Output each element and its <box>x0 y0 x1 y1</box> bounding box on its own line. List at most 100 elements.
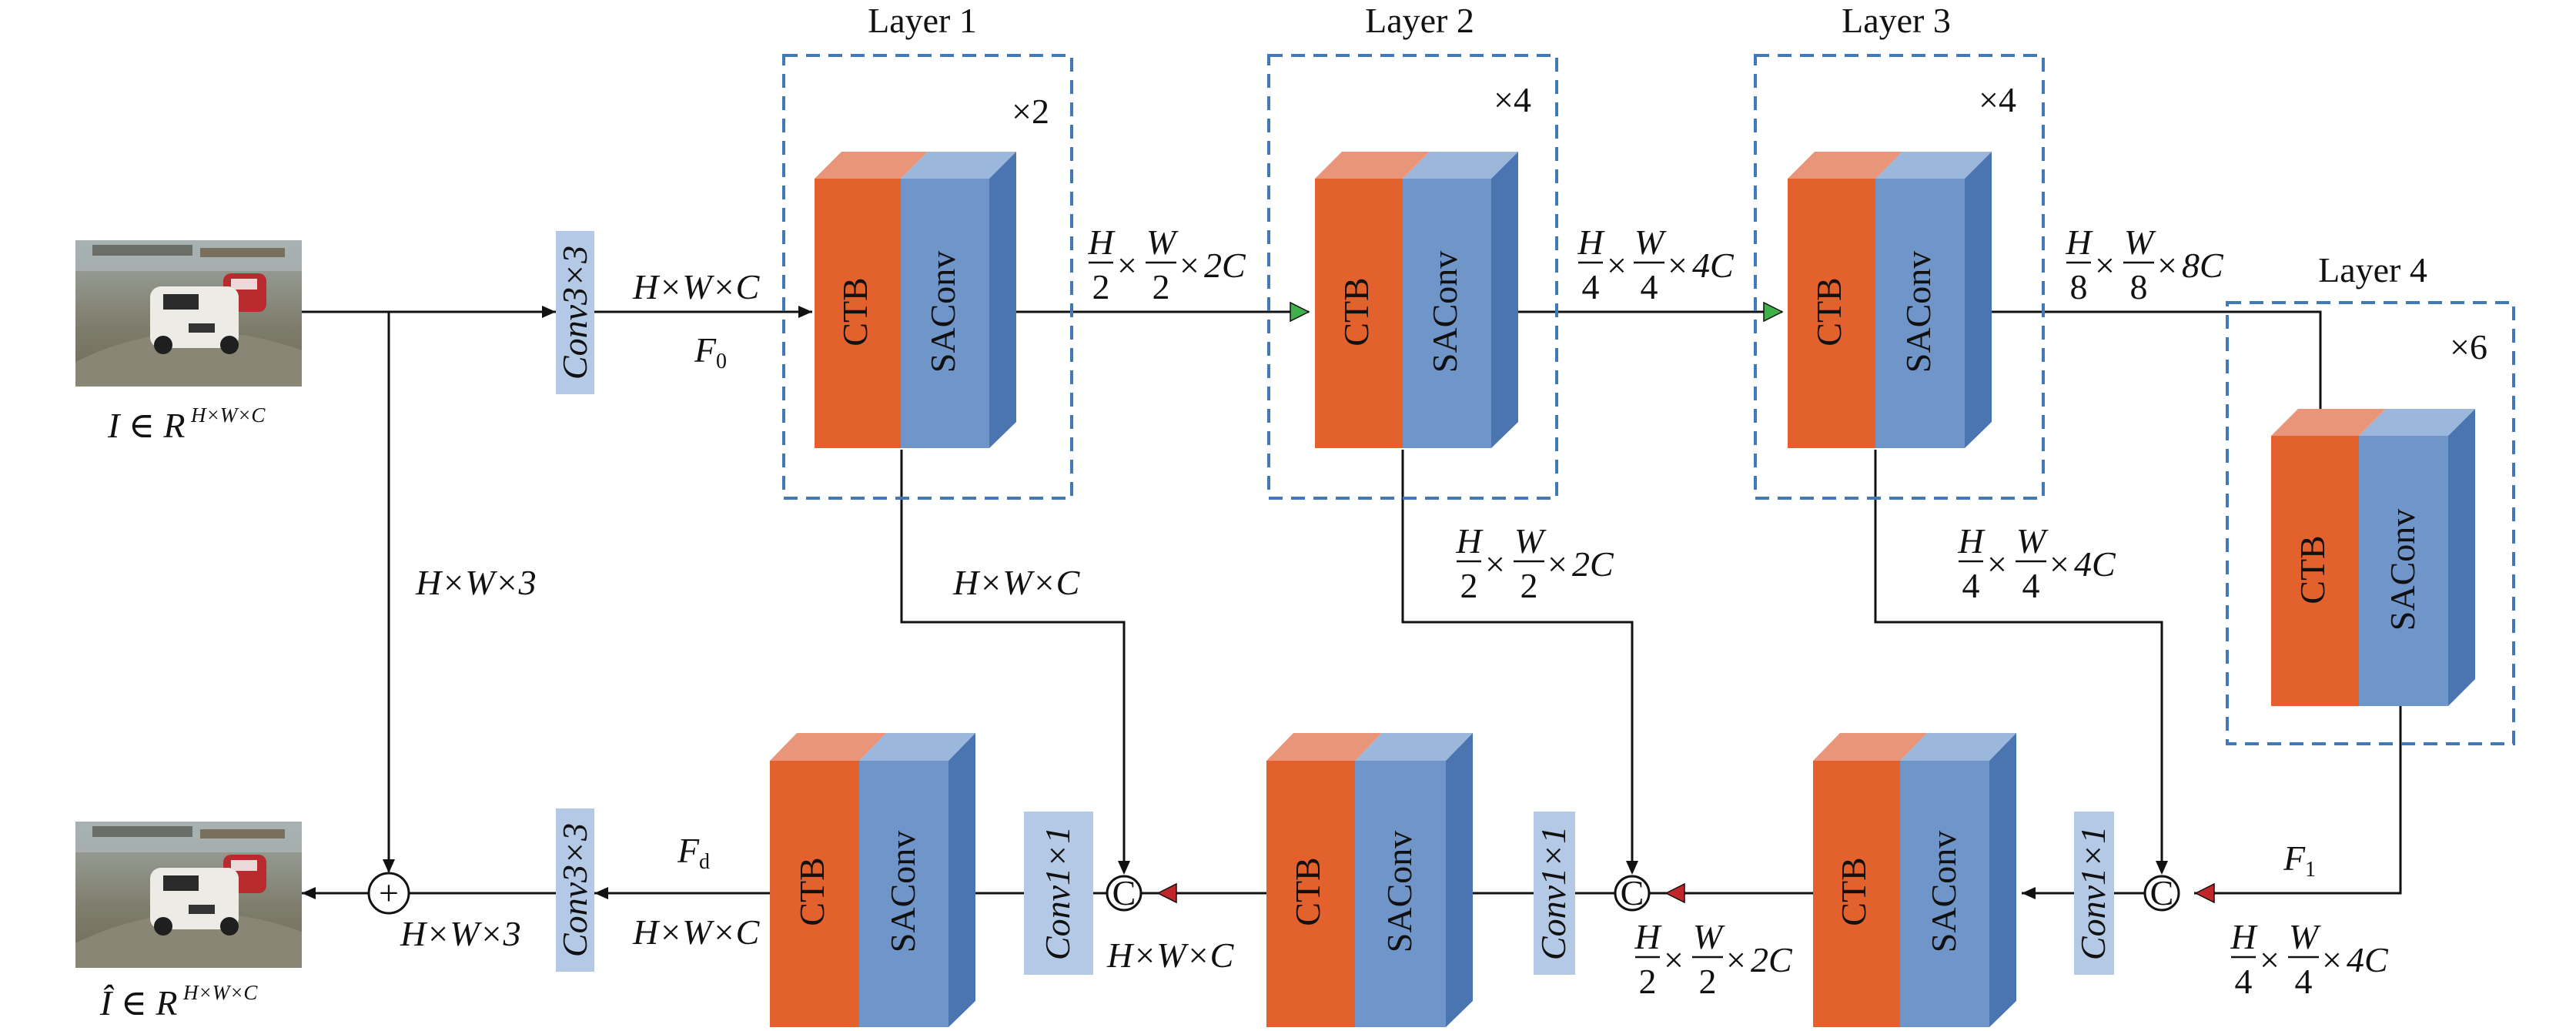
f1-label: F <box>2283 839 2306 878</box>
svg-text:×: × <box>1664 940 1684 979</box>
f0-sub: 0 <box>716 350 727 373</box>
arrow-to-conv3x3-out <box>594 887 608 899</box>
svg-text:2: 2 <box>1092 267 1110 306</box>
svg-text:×: × <box>2260 940 2280 979</box>
plus-label: + <box>379 873 399 912</box>
layer3-box <box>1754 54 2045 500</box>
saconv-face <box>901 179 989 448</box>
input-image <box>75 240 302 387</box>
dim-half-top: H 2 × W 2 × 2C <box>1087 223 1246 306</box>
ctb-label: CTB <box>835 277 875 346</box>
output-image <box>75 822 302 968</box>
svg-text:2C: 2C <box>1751 940 1793 979</box>
svg-text:×: × <box>1668 246 1688 285</box>
svg-text:H: H <box>1577 223 1605 262</box>
f0-label: F <box>694 330 717 370</box>
concat-label: C <box>1112 873 1136 912</box>
concat-label: C <box>2150 873 2174 912</box>
svg-text:4: 4 <box>2235 962 2253 1001</box>
arrow-to-layer1 <box>798 306 812 318</box>
block-layer4: CTB SAConv <box>2271 409 2475 706</box>
svg-text:2: 2 <box>1521 566 1538 605</box>
svg-text:4: 4 <box>1962 566 1980 605</box>
layer4-title: Layer 4 <box>2318 250 2427 290</box>
dim-quarter-skip3: H 4 × W 4 × 4C <box>1957 521 2116 605</box>
svg-text:H: H <box>1634 917 1662 956</box>
saconv-face <box>1403 179 1491 448</box>
svg-text:×: × <box>2095 246 2115 285</box>
green-arrow-layer3 <box>1763 301 1784 323</box>
svg-text:H: H <box>2065 223 2093 262</box>
svg-text:4: 4 <box>1582 267 1600 306</box>
layer4-box <box>2226 301 2515 745</box>
svg-text:×: × <box>1547 544 1567 584</box>
conv1x1-3: Conv1×1 <box>2073 812 2114 975</box>
svg-text:W: W <box>1146 223 1179 262</box>
layer1-title: Layer 1 <box>868 1 977 40</box>
ctb-label: CTB <box>792 857 831 926</box>
svg-text:4C: 4C <box>2074 544 2116 584</box>
dim-hwc-top: H×W×C <box>632 267 761 306</box>
line-layer3-to-layer4 <box>1967 310 2322 416</box>
svg-text:2C: 2C <box>1572 544 1614 584</box>
conv1x1-2-label: Conv1×1 <box>1534 826 1573 960</box>
svg-text:2: 2 <box>1460 566 1478 605</box>
svg-text:W: W <box>1693 917 1725 956</box>
conv3x3-out-label: Conv3×3 <box>555 823 594 957</box>
layer2-title: Layer 2 <box>1365 1 1474 40</box>
ctb-face <box>1788 179 1875 448</box>
dim-hwc-bottom-c1: H×W×C <box>1106 936 1235 975</box>
svg-text:×: × <box>1987 544 2007 584</box>
red-arrow-c2 <box>1664 882 1685 904</box>
arrow-to-block3 <box>2022 887 2036 899</box>
svg-text:8C: 8C <box>2182 246 2224 285</box>
concat-label: C <box>1621 873 1644 912</box>
svg-text:H: H <box>2230 917 2258 956</box>
conv1x1-1-label: Conv1×1 <box>1038 826 1077 960</box>
conv3x3-out: Conv3×3 <box>555 808 594 972</box>
dim-half-bottom: H 2 × W 2 × 2C <box>1634 917 1793 1001</box>
ctb-face <box>2271 436 2359 706</box>
ctb-label: CTB <box>1809 277 1848 346</box>
block-layer3: CTB SAConv <box>1788 152 1992 448</box>
ctb-label: CTB <box>1288 857 1327 926</box>
skip-layer1 <box>900 450 1126 872</box>
block-layer2: CTB SAConv <box>1315 152 1518 448</box>
arrow-to-conv <box>542 306 556 318</box>
concat-2: C <box>1614 873 1651 912</box>
conv1x1-2: Conv1×1 <box>1534 812 1575 975</box>
arrow-to-c3 <box>2156 861 2168 875</box>
saconv-label: SAConv <box>1899 251 1938 373</box>
svg-text:×: × <box>2322 940 2342 979</box>
svg-text:2: 2 <box>1153 267 1170 306</box>
saconv-face <box>1355 761 1446 1027</box>
conv3x3-in: Conv3×3 <box>555 231 594 394</box>
dim-quarter-top: H 4 × W 4 × 4C <box>1577 223 1735 306</box>
ctb-label: CTB <box>1337 277 1376 346</box>
svg-text:8: 8 <box>2130 267 2148 306</box>
saconv-face <box>2359 436 2448 706</box>
svg-text:2C: 2C <box>1204 246 1246 285</box>
block-decoder1: CTB SAConv <box>770 733 975 1027</box>
svg-text:×: × <box>1607 246 1627 285</box>
arrow-to-output <box>302 887 316 899</box>
svg-text:W: W <box>2289 917 2321 956</box>
saconv-label: SAConv <box>883 831 922 952</box>
input-label-sup: H×W×C <box>190 403 266 427</box>
conv3x3-in-label: Conv3×3 <box>555 246 594 380</box>
svg-text:2: 2 <box>1639 962 1657 1001</box>
ctb-face <box>815 179 901 448</box>
layer3-repeat: ×4 <box>1979 80 2016 119</box>
fd-label: F <box>677 831 700 870</box>
arrow-to-c1 <box>1118 861 1130 875</box>
concat-3: C <box>2143 873 2180 912</box>
layer4-repeat: ×6 <box>2450 327 2487 367</box>
svg-text:H: H <box>1455 521 1484 561</box>
line-layer4-to-concat <box>2194 706 2402 895</box>
dim-hwc-skip1: H×W×C <box>952 563 1081 602</box>
svg-text:×: × <box>1179 246 1199 285</box>
layer2-repeat: ×4 <box>1494 80 1531 119</box>
svg-text:4C: 4C <box>2347 940 2389 979</box>
ctb-label: CTB <box>2293 535 2332 604</box>
